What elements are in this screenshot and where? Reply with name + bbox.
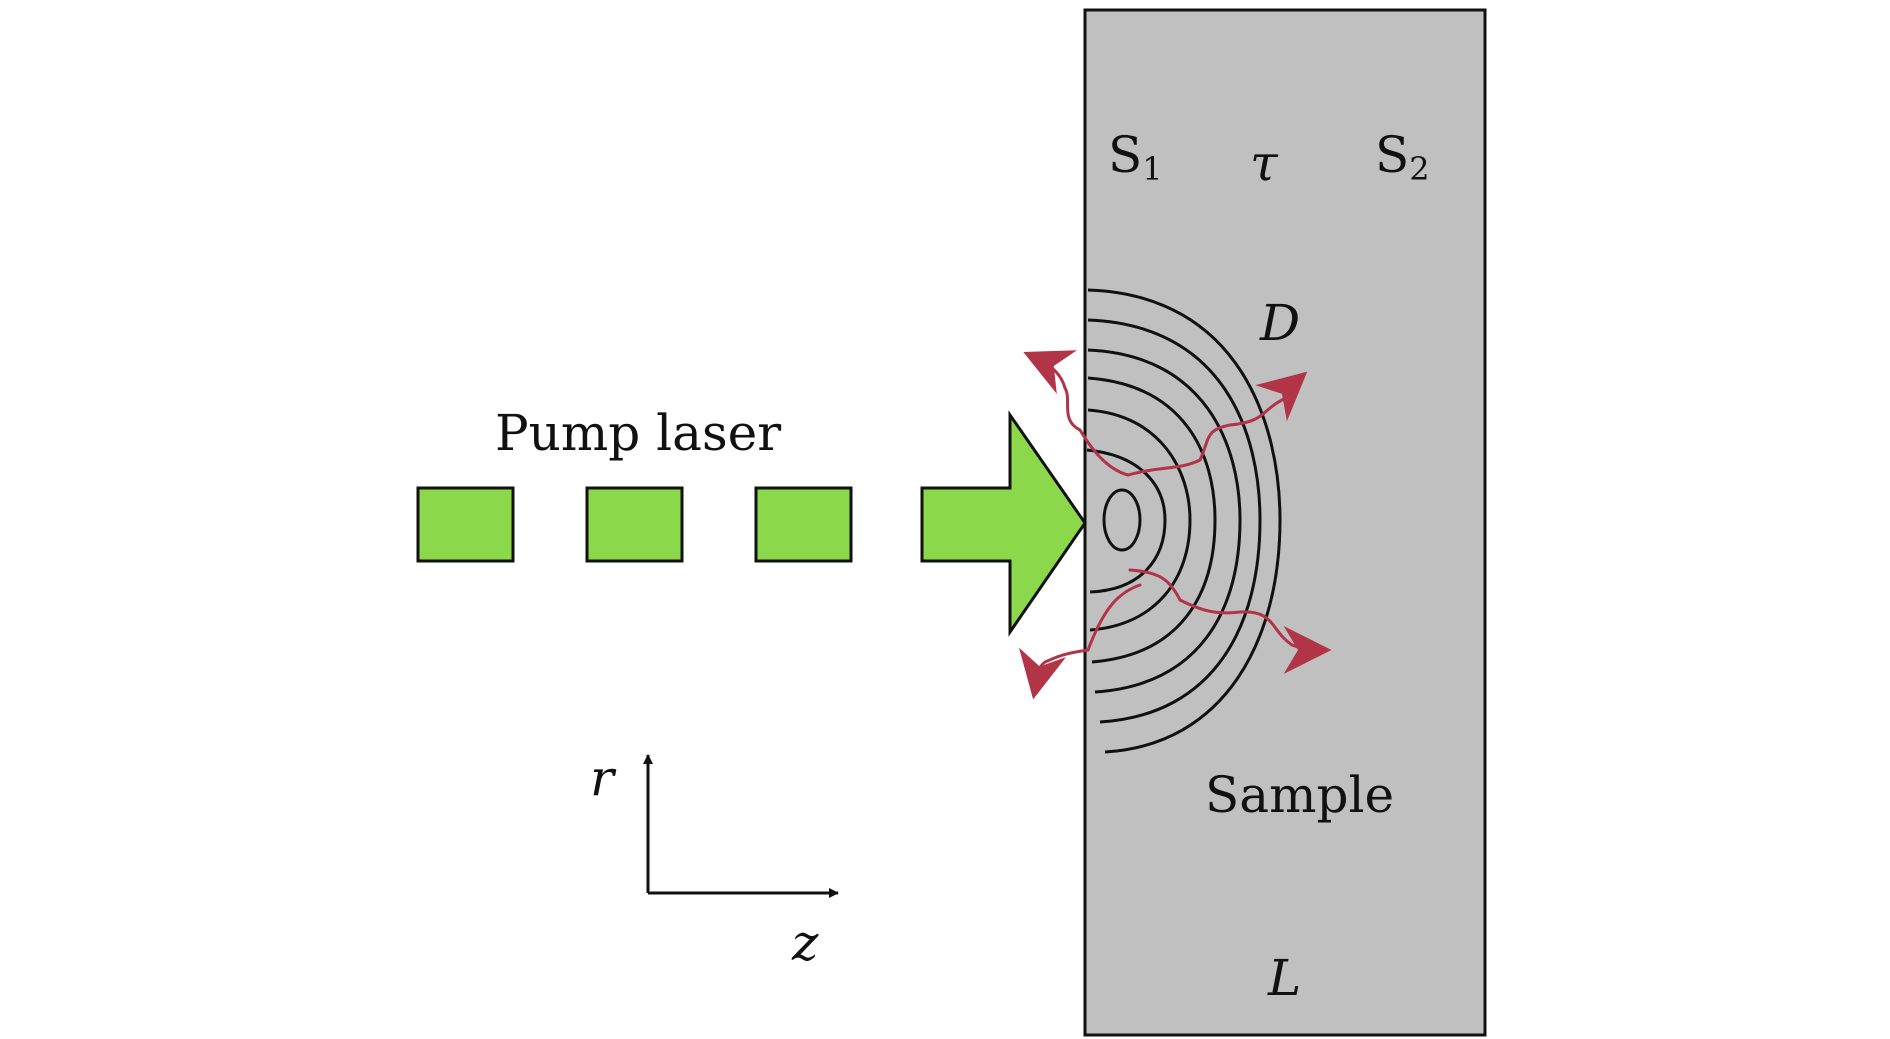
laser-pulse (754, 486, 853, 563)
pump-beam-arrow (920, 410, 1087, 637)
tau-label: τ (1250, 134, 1279, 192)
sample-label: Sample (1205, 766, 1394, 824)
diffusion-label: D (1259, 294, 1300, 352)
laser-pulse (585, 486, 684, 563)
z-axis-label: z (791, 914, 819, 972)
sample-block (1083, 8, 1487, 1037)
s1-label: S1 (1108, 126, 1163, 188)
pump-laser-label: Pump laser (495, 404, 781, 462)
emission-arrows (1018, 350, 1332, 700)
s2-label: S2 (1375, 126, 1430, 188)
thickness-label: L (1267, 949, 1301, 1007)
r-axis-label: r (590, 749, 617, 807)
emission-arrow-lower-right (1128, 568, 1332, 674)
emission-arrow-lower-left (1018, 583, 1142, 700)
emission-arrow-upper-right (1126, 371, 1308, 477)
emission-arrow-upper-left (1023, 350, 1130, 477)
laser-pulse (416, 486, 515, 563)
heat-contour-lines (1086, 288, 1282, 754)
coordinate-axes (643, 754, 839, 898)
